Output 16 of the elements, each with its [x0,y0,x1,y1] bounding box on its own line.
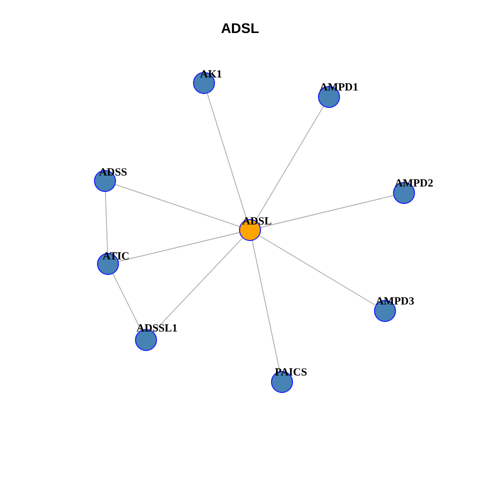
edge-line [252,240,280,372]
edge-line [153,238,243,332]
edge-line [260,195,394,228]
edge-line [105,192,108,254]
node-label: ADSSL1 [136,324,178,334]
node-label: AMPD1 [320,82,358,94]
node-label: AMPD2 [394,178,434,190]
edge-line [112,273,142,331]
edge-line [259,235,376,306]
node-label: PAICS [274,368,308,378]
edge-line [115,184,240,227]
edge-line [206,93,248,220]
chart-title: ADSL [220,21,260,35]
node-label: AMPD3 [376,296,414,308]
edge-line [255,106,324,221]
edge-line [118,232,240,262]
